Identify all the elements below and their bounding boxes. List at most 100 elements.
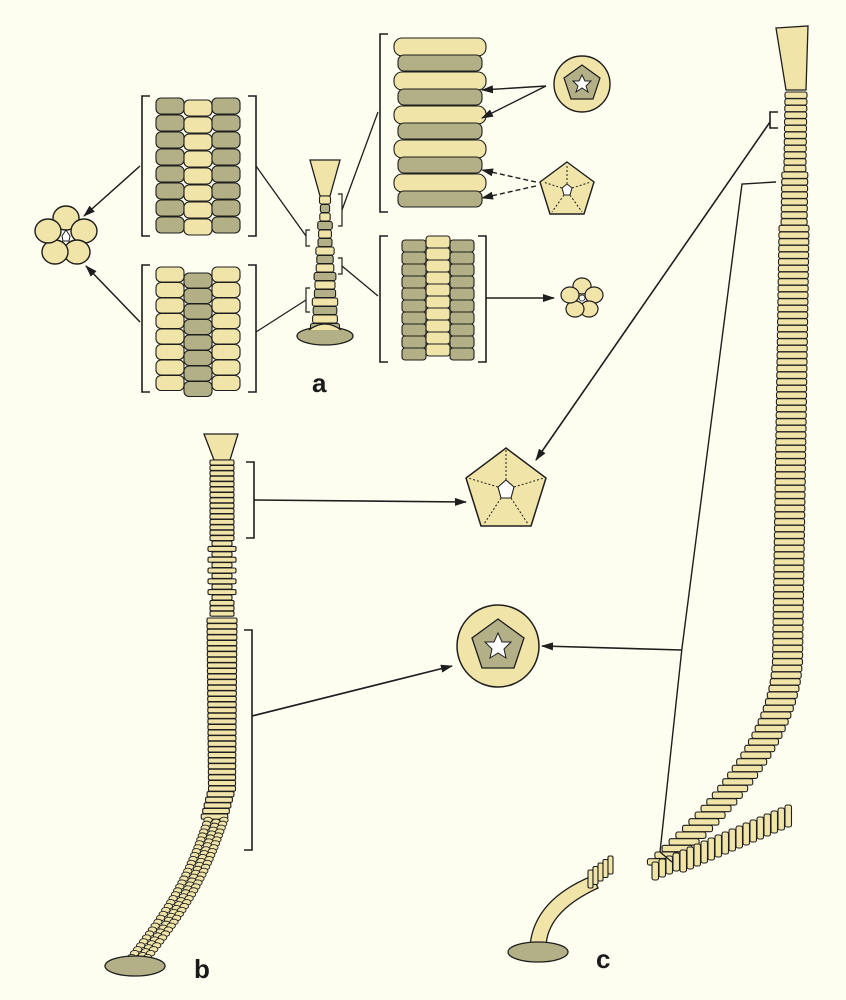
columnal bbox=[693, 843, 702, 867]
plate bbox=[319, 203, 331, 214]
columnal bbox=[772, 644, 804, 653]
panel-a bbox=[34, 33, 611, 398]
columnal bbox=[775, 431, 807, 439]
crinoid-stem-fragment-c bbox=[507, 855, 614, 963]
columnal bbox=[777, 291, 809, 299]
columnal bbox=[592, 865, 599, 886]
columnal bbox=[773, 584, 805, 593]
plate bbox=[183, 99, 213, 117]
plate bbox=[155, 328, 185, 345]
columnal bbox=[777, 258, 810, 266]
columnal bbox=[207, 763, 237, 770]
plate bbox=[401, 323, 427, 337]
plate bbox=[211, 312, 241, 330]
columnal bbox=[742, 822, 751, 846]
columnal bbox=[209, 459, 235, 466]
columnal bbox=[778, 224, 810, 233]
columnal bbox=[757, 718, 789, 726]
plate bbox=[393, 71, 487, 91]
plate bbox=[449, 287, 475, 301]
plate bbox=[183, 287, 213, 305]
columnal bbox=[587, 869, 594, 889]
columnal bbox=[206, 617, 238, 624]
plate bbox=[449, 311, 475, 325]
columnal bbox=[775, 411, 807, 419]
plate bbox=[183, 167, 213, 185]
columnal bbox=[778, 251, 810, 259]
columnal bbox=[740, 751, 772, 759]
plate bbox=[155, 297, 185, 314]
columnal bbox=[211, 540, 233, 547]
plate bbox=[211, 343, 241, 361]
columnal bbox=[209, 475, 235, 482]
columnal bbox=[777, 264, 809, 273]
columnal bbox=[781, 171, 809, 179]
cross-section-pentagonal-a bbox=[539, 161, 595, 215]
plate bbox=[183, 365, 213, 382]
plate bbox=[425, 343, 451, 357]
plate bbox=[397, 190, 483, 208]
plate bbox=[401, 263, 427, 277]
columnal bbox=[772, 598, 804, 606]
columnal bbox=[207, 707, 237, 714]
columnal bbox=[775, 391, 808, 399]
columnal bbox=[764, 698, 797, 706]
columnal bbox=[772, 604, 804, 613]
columnal bbox=[778, 244, 810, 253]
columnal bbox=[597, 862, 604, 882]
columnal bbox=[211, 551, 233, 558]
columnal bbox=[209, 497, 235, 504]
columnal bbox=[207, 690, 237, 697]
columnal bbox=[206, 656, 238, 663]
columnal bbox=[744, 744, 776, 753]
columnal bbox=[774, 471, 806, 479]
columnal bbox=[207, 774, 237, 781]
columnal bbox=[773, 571, 805, 579]
cross-section-round-a bbox=[553, 55, 611, 113]
columnal bbox=[777, 807, 786, 831]
columnal bbox=[781, 184, 809, 193]
detail-block-a-lower-right bbox=[379, 235, 487, 363]
columnal bbox=[784, 111, 808, 119]
columnal bbox=[774, 484, 806, 493]
columnal bbox=[209, 524, 235, 531]
plate bbox=[183, 201, 213, 219]
crinoid-stem-small-a bbox=[296, 159, 354, 346]
columnal bbox=[209, 502, 235, 509]
columnal bbox=[728, 828, 737, 852]
plate bbox=[397, 156, 483, 174]
plate bbox=[314, 280, 336, 290]
plate bbox=[155, 131, 185, 149]
columnal bbox=[206, 645, 238, 652]
plate bbox=[397, 88, 483, 106]
columnal bbox=[602, 858, 609, 879]
columnal bbox=[777, 298, 809, 306]
columnal bbox=[772, 618, 804, 626]
plate bbox=[211, 165, 241, 183]
plate bbox=[313, 271, 337, 282]
plate bbox=[449, 239, 475, 253]
plate bbox=[155, 165, 185, 183]
plate bbox=[425, 247, 451, 261]
panel-c bbox=[507, 25, 810, 963]
columnal bbox=[722, 778, 754, 786]
columnal bbox=[207, 757, 237, 764]
plate bbox=[155, 343, 185, 361]
columnal bbox=[776, 351, 808, 359]
plate bbox=[449, 263, 475, 277]
columnal bbox=[207, 768, 237, 775]
plate bbox=[315, 246, 335, 256]
columnal bbox=[777, 278, 809, 286]
plate bbox=[183, 116, 213, 134]
columnal bbox=[777, 304, 809, 313]
columnal bbox=[207, 751, 237, 759]
columnal bbox=[211, 572, 233, 579]
columnal bbox=[209, 529, 235, 536]
columnal bbox=[209, 481, 235, 488]
plate bbox=[211, 114, 241, 132]
columnal bbox=[735, 825, 744, 849]
columnal bbox=[209, 464, 235, 471]
plate bbox=[397, 54, 483, 72]
columnal bbox=[778, 231, 810, 239]
plate bbox=[211, 97, 241, 115]
